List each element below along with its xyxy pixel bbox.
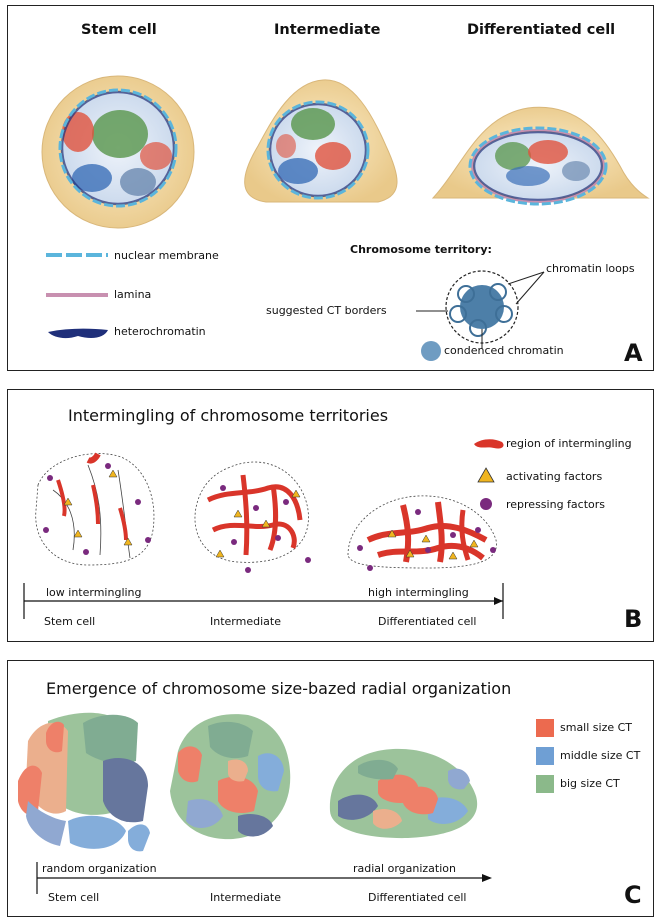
stage-intermediate-c: Intermediate — [210, 891, 281, 904]
legend-middle-ct: middle size CT — [560, 749, 641, 762]
repressing-swatch — [480, 498, 492, 510]
radial-intermediate — [170, 714, 291, 840]
panel-b-title: Intermingling of chromosome territories — [68, 406, 389, 425]
activating-swatch — [477, 467, 495, 483]
differentiated-cell-drawing — [431, 106, 650, 206]
intermingling-intermediate — [194, 461, 311, 573]
chromosome-territory-diagram — [416, 270, 545, 361]
legend-small-ct: small size CT — [560, 721, 633, 734]
legend-lamina: lamina — [114, 288, 152, 301]
stage-differentiated-c: Differentiated cell — [368, 891, 467, 904]
panel-c-title: Emergence of chromosome size-bazed radia… — [46, 679, 512, 698]
intermingling-differentiated — [347, 495, 497, 571]
intermediate-cell-drawing — [244, 79, 398, 203]
legend-repressing: repressing factors — [506, 498, 606, 511]
heterochromatin-swatch — [48, 328, 108, 339]
panel-c: Emergence of chromosome size-bazed radia… — [7, 660, 654, 917]
ct-chromatin-loops: chromatin loops — [546, 262, 635, 275]
stage-stem-b: Stem cell — [44, 615, 96, 628]
header-differentiated-cell: Differentiated cell — [467, 22, 616, 38]
legend-big-ct: big size CT — [560, 777, 620, 790]
panel-letter-a: A — [624, 339, 643, 367]
intermingling-stem-cell — [35, 452, 155, 566]
axis-high: high intermingling — [368, 586, 469, 599]
panel-letter-c: C — [624, 881, 642, 909]
panel-c-illustration — [18, 712, 554, 894]
legend-activating: activating factors — [506, 470, 603, 483]
radial-differentiated — [329, 748, 478, 839]
header-stem-cell: Stem cell — [81, 22, 157, 38]
region-swatch — [474, 439, 504, 449]
panel-b-illustration — [23, 439, 504, 619]
panel-a: Stem cell Intermediate Differentiated ce… — [7, 5, 654, 371]
stage-intermediate-b: Intermediate — [210, 615, 281, 628]
ct-condensed: condenced chromatin — [444, 344, 564, 357]
header-intermediate: Intermediate — [274, 22, 381, 38]
panel-letter-b: B — [624, 605, 643, 633]
radial-stem-cell — [18, 712, 150, 852]
ct-title: Chromosome territory: — [350, 243, 492, 256]
axis-radial: radial organization — [353, 862, 456, 875]
panel-a-illustration — [41, 75, 650, 361]
big-ct-swatch — [536, 775, 554, 793]
legend-region: region of intermingling — [506, 437, 632, 450]
stage-differentiated-b: Differentiated cell — [378, 615, 477, 628]
axis-low: low intermingling — [46, 586, 142, 599]
stem-cell-drawing — [41, 75, 195, 229]
small-ct-swatch — [536, 719, 554, 737]
axis-random: random organization — [42, 862, 157, 875]
stage-stem-c: Stem cell — [48, 891, 100, 904]
middle-ct-swatch — [536, 747, 554, 765]
legend-nuclear-membrane: nuclear membrane — [114, 249, 219, 262]
ct-borders: suggested CT borders — [266, 304, 387, 317]
legend-heterochromatin: heterochromatin — [114, 325, 206, 338]
panel-b: Intermingling of chromosome territories — [7, 389, 654, 642]
